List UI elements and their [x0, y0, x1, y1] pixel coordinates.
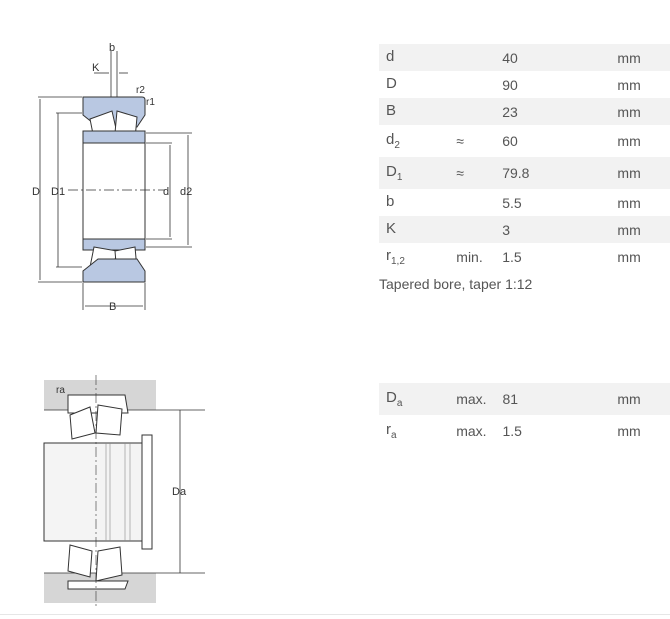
dim-qualifier: ≈ [449, 157, 496, 189]
dim-symbol: d [386, 47, 395, 65]
mounting-abutment-drawing: ra Da [43, 375, 205, 608]
table-row: B 23 mm [379, 98, 670, 125]
label-d2: d2 [180, 186, 192, 198]
label-ra: ra [56, 385, 65, 396]
abutment-dimensions-table: Da max. 81 mm ra max. 1.5 mm [379, 383, 670, 447]
dim-subscript: 2 [394, 140, 400, 151]
dim-unit: mm [617, 76, 641, 93]
dim-symbol: K [386, 219, 397, 237]
table-row: K 3 mm [379, 216, 670, 243]
dim-value: 1.5 [502, 248, 522, 265]
bearing-cross-section-drawing: b K r2 r1 D D1 d d2 B [32, 42, 192, 313]
abut-value: 1.5 [502, 423, 522, 439]
locknut [141, 434, 153, 550]
outer-ring-bottom [82, 258, 146, 283]
table-row: D 90 mm [379, 71, 670, 98]
taper-note: Tapered bore, taper 1:12 [379, 276, 533, 292]
dim-qualifier [449, 189, 495, 216]
dim-subscript: 1 [396, 172, 403, 183]
dim-symbol: r [386, 246, 391, 264]
abut-value: 81 [495, 383, 611, 415]
dim-symbol: d [386, 131, 395, 148]
label-D: D [32, 186, 40, 198]
dim-value: 5.5 [502, 194, 522, 211]
label-K: K [92, 62, 100, 74]
abut-qualifier: max. [449, 383, 496, 415]
dim-qualifier [449, 71, 495, 98]
inner-ring-top [82, 130, 146, 144]
dim-qualifier [449, 98, 496, 125]
abut-symbol: D [386, 389, 397, 406]
dim-value: 79.8 [495, 157, 611, 189]
label-b: b [109, 42, 115, 54]
dim-symbol: D [386, 74, 397, 92]
abut-unit: mm [617, 423, 641, 439]
dim-value: 40 [495, 44, 611, 71]
dim-qualifier [449, 44, 496, 71]
abut-unit: mm [610, 383, 670, 415]
dim-qualifier [449, 216, 496, 243]
table-row: D1 ≈ 79.8 mm [379, 157, 670, 189]
dim-qualifier: ≈ [456, 133, 464, 149]
label-r2: r2 [136, 85, 145, 96]
dim-unit: mm [610, 44, 670, 71]
dim-unit: mm [617, 133, 641, 149]
dim-value: 23 [495, 98, 611, 125]
dim-unit: mm [617, 194, 641, 211]
abut-subscript: a [396, 398, 403, 409]
dim-qualifier: min. [456, 248, 483, 265]
dim-subscript: 1,2 [391, 255, 405, 267]
table-row: d 40 mm [379, 44, 670, 71]
dimensions-table: d 40 mm D 90 mm B 23 mm d2 ≈ 60 mm D1 ≈ … [379, 44, 670, 270]
dim-value: 90 [502, 76, 518, 93]
dim-unit: mm [610, 216, 670, 243]
dim-symbol: D [386, 163, 397, 180]
table-row: Da max. 81 mm [379, 383, 670, 415]
abut-qualifier: max. [456, 423, 487, 439]
inner-ring-bottom [82, 238, 146, 251]
dim-value: 60 [502, 133, 518, 149]
dim-unit: mm [610, 157, 670, 189]
table-row: ra max. 1.5 mm [379, 415, 670, 447]
label-B: B [109, 301, 116, 313]
dim-value: 3 [495, 216, 611, 243]
label-d: d [163, 186, 169, 198]
dim-unit: mm [610, 98, 670, 125]
dim-symbol: b [386, 192, 395, 210]
label-r1: r1 [146, 97, 155, 108]
shaft [43, 442, 143, 542]
dim-unit: mm [617, 248, 641, 265]
label-Da: Da [172, 486, 187, 498]
table-row: r1,2 min. 1.5 mm [379, 243, 670, 270]
footer-divider [0, 614, 670, 615]
abut-symbol: r [386, 421, 391, 438]
label-D1: D1 [51, 186, 65, 198]
dim-symbol: B [386, 101, 397, 119]
table-row: d2 ≈ 60 mm [379, 125, 670, 157]
table-row: b 5.5 mm [379, 189, 670, 216]
abut-subscript: a [391, 430, 397, 441]
bore [82, 142, 146, 240]
